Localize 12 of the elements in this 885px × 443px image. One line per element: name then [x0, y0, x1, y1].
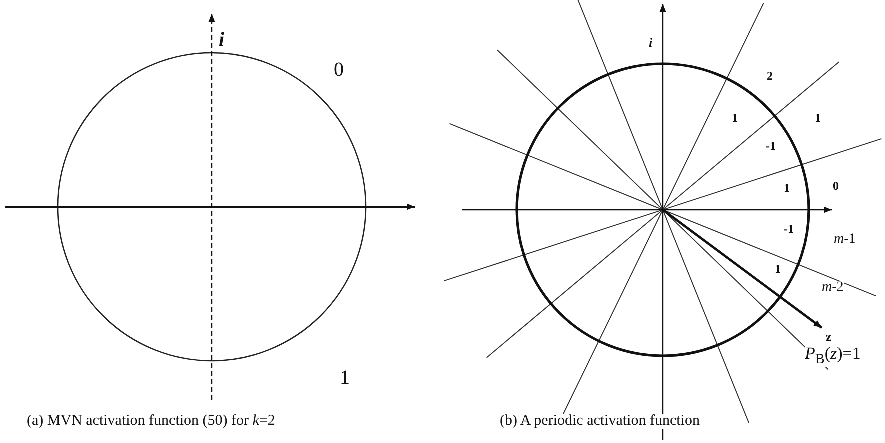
sector-label: 1 — [732, 112, 738, 124]
sector-label: 0 — [833, 180, 839, 192]
sector-label: 1 — [815, 112, 821, 124]
sector-label: -1 — [784, 223, 794, 235]
sector-label: 2 — [767, 70, 773, 82]
sector-label: 1 — [784, 182, 790, 194]
equation-label: P$_{B}$(z)=1 — [805, 345, 861, 367]
sector-label: 1 — [775, 263, 781, 275]
caption: (b) A periodic activation function — [500, 414, 700, 429]
sector-label: -1 — [766, 140, 776, 152]
axis-label: i — [649, 36, 653, 49]
caption: (a) MVN activation function (50) for k=2 — [27, 414, 276, 429]
